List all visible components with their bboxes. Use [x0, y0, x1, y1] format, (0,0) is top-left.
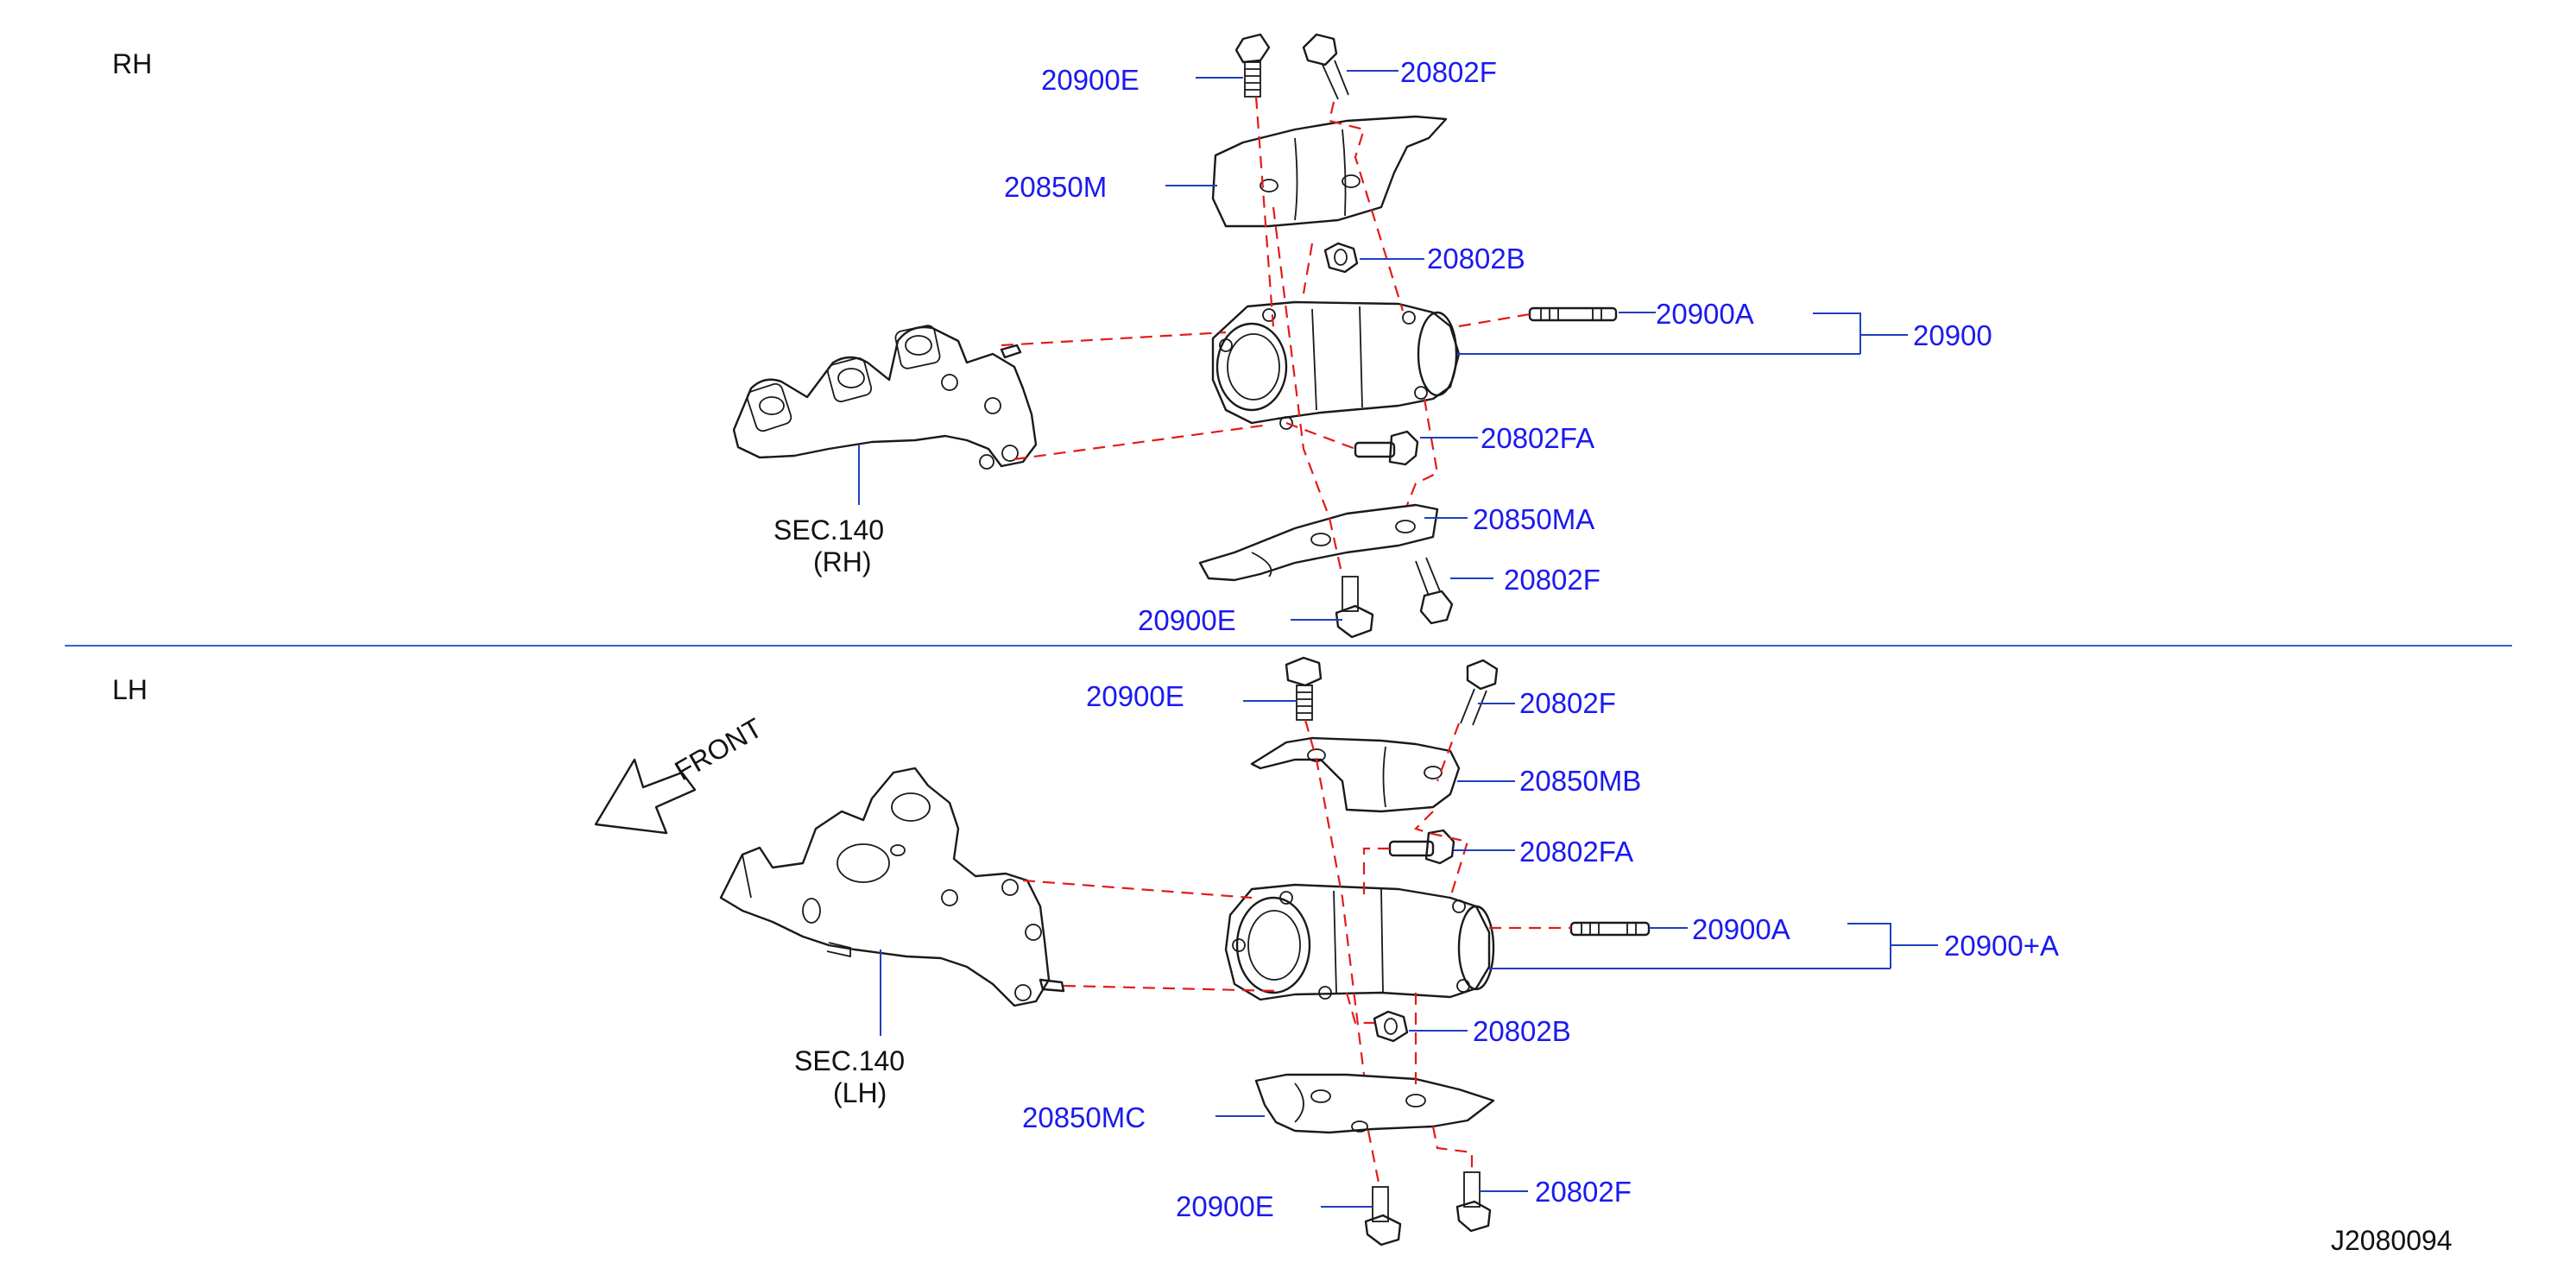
rh-label-stud-bottom[interactable]: 20802F — [1504, 564, 1601, 596]
lh-label-bolt-bottom[interactable]: 20900E — [1176, 1190, 1274, 1222]
rh-catalytic-converter[interactable] — [1211, 300, 1461, 430]
rh-sec-ref-side: (RH) — [813, 546, 872, 577]
lh-label-assembly[interactable]: 20900+A — [1944, 930, 2059, 962]
rh-bolt-top[interactable] — [1234, 33, 1271, 98]
lh-sec-ref[interactable]: SEC.140 — [794, 1045, 905, 1076]
lh-label-cover-lower[interactable]: 20850MC — [1022, 1101, 1146, 1133]
lh-stud-side[interactable] — [1388, 829, 1455, 865]
lh-sec-ref-side: (LH) — [833, 1077, 887, 1108]
rh-label-stud-top[interactable]: 20802F — [1400, 56, 1497, 88]
lh-stud-top[interactable] — [1460, 659, 1499, 726]
lh-label-stud-bottom[interactable]: 20802F — [1535, 1176, 1632, 1208]
rh-label-nut[interactable]: 20802B — [1427, 243, 1525, 274]
rh-label-stud-long[interactable]: 20900A — [1656, 298, 1754, 330]
lh-bolt-bottom[interactable] — [1364, 1186, 1402, 1246]
lh-stud-long[interactable] — [1569, 921, 1651, 937]
rh-section-title: RH — [112, 48, 152, 79]
rh-leader-lines — [1165, 70, 1908, 621]
lh-label-stud-side[interactable]: 20802FA — [1519, 836, 1633, 868]
rh-stud-bottom[interactable] — [1415, 557, 1454, 625]
lh-label-bolt-top[interactable]: 20900E — [1086, 680, 1184, 712]
lh-upper-heat-shield[interactable] — [1250, 736, 1461, 813]
rh-exhaust-manifold[interactable] — [732, 325, 1038, 470]
front-arrow-icon — [594, 758, 697, 835]
lh-bolt-top[interactable] — [1285, 656, 1323, 721]
rh-stud-long[interactable] — [1528, 306, 1618, 322]
rh-label-bolt-bottom[interactable]: 20900E — [1138, 604, 1236, 636]
rh-label-cover-lower[interactable]: 20850MA — [1473, 503, 1594, 535]
lh-lower-heat-shield[interactable] — [1254, 1073, 1495, 1134]
rh-lower-heat-shield[interactable] — [1198, 503, 1439, 582]
lh-stud-bottom[interactable] — [1455, 1171, 1492, 1233]
lh-leader-lines — [1215, 700, 1938, 1208]
diagram-id: J2080094 — [2331, 1225, 2453, 1256]
lh-label-nut[interactable]: 20802B — [1473, 1015, 1571, 1047]
front-label: FRONT — [670, 712, 767, 786]
rh-stud-side[interactable] — [1354, 430, 1419, 466]
lh-label-stud-long[interactable]: 20900A — [1692, 913, 1790, 945]
lh-label-stud-top[interactable]: 20802F — [1519, 687, 1616, 719]
rh-nut[interactable] — [1323, 242, 1359, 274]
lh-catalytic-converter[interactable] — [1224, 883, 1495, 1001]
rh-alignment-lines — [1001, 96, 1531, 577]
rh-bolt-bottom[interactable] — [1335, 576, 1374, 639]
lh-label-cover-upper[interactable]: 20850MB — [1519, 765, 1641, 797]
lh-alignment-lines — [1022, 719, 1571, 1188]
lh-section-title: LH — [112, 674, 148, 705]
rh-label-bolt-top[interactable]: 20900E — [1041, 64, 1140, 96]
rh-label-cover-upper[interactable]: 20850M — [1004, 171, 1107, 203]
rh-label-stud-side[interactable]: 20802FA — [1481, 422, 1594, 454]
rh-upper-heat-shield[interactable] — [1211, 115, 1448, 228]
rh-sec-ref[interactable]: SEC.140 — [773, 514, 884, 546]
rh-label-assembly[interactable]: 20900 — [1913, 319, 1992, 351]
lh-exhaust-manifold[interactable] — [719, 767, 1065, 1007]
lh-nut[interactable] — [1373, 1010, 1409, 1043]
rh-stud-top[interactable] — [1302, 33, 1349, 100]
